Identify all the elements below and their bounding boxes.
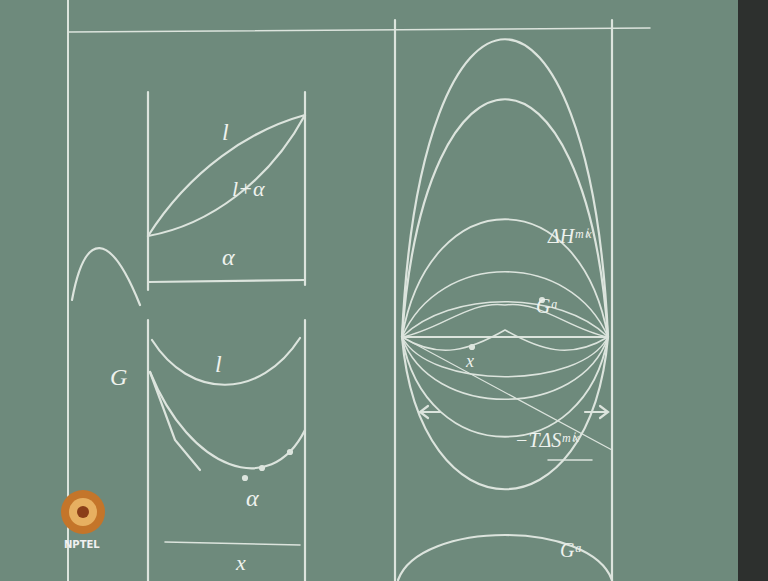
chalk-label: x bbox=[466, 352, 474, 370]
chalk-label: α bbox=[222, 245, 235, 269]
chalk-label: x bbox=[236, 552, 246, 574]
chalk-label: G bbox=[110, 365, 127, 389]
logo-text: NPTEL bbox=[64, 540, 100, 550]
chalk-label: Gᵅ bbox=[560, 540, 582, 560]
chalk-label: l bbox=[222, 120, 229, 144]
chalk-label: Gᵅ bbox=[536, 296, 558, 316]
chalk-label: l bbox=[215, 352, 222, 376]
chalk-label: α bbox=[246, 486, 259, 510]
chalk-label: l+α bbox=[232, 178, 265, 200]
chalk-label: ΔHᵐⁱˣ bbox=[548, 226, 591, 246]
nptel-logo bbox=[61, 490, 105, 534]
chalk-label: −TΔSᵐⁱˣ bbox=[515, 430, 578, 450]
